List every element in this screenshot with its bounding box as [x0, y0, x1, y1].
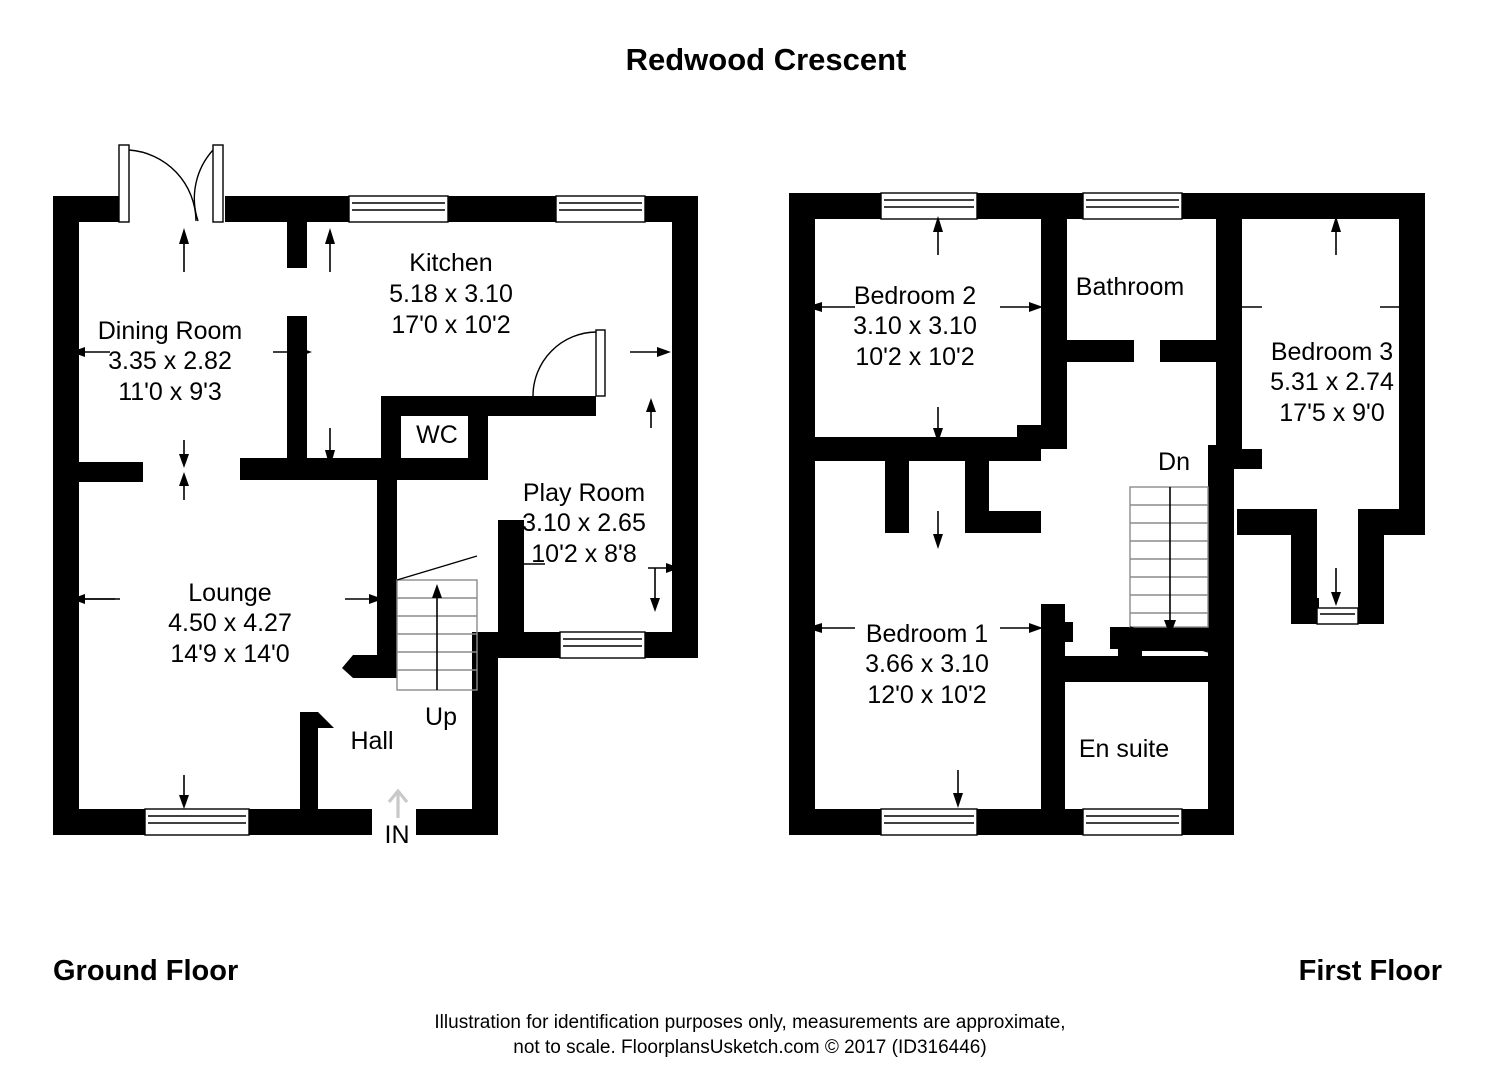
label-bedroom-2-name: Bedroom 2: [854, 282, 976, 310]
label-kitchen-name: Kitchen: [409, 249, 492, 277]
ground-floor-dimension-arrows: [71, 228, 680, 809]
label-bedroom-1-imperial: 12'0 x 10'2: [867, 681, 986, 709]
label-kitchen-metric: 5.18 x 3.10: [389, 280, 513, 308]
window-bathroom: [1082, 192, 1183, 220]
french-door-dining: [118, 144, 224, 223]
door-play-room: [532, 329, 606, 397]
label-entrance-in: IN: [385, 821, 410, 849]
label-en-suite-name: En suite: [1079, 735, 1169, 763]
staircase-down: [1129, 486, 1209, 653]
ground-floor-walls: [53, 196, 698, 835]
window-kitchen-right: [555, 195, 646, 223]
window-en-suite: [1082, 808, 1183, 836]
first-floor-title: First Floor: [1299, 955, 1442, 987]
footer-line-2: not to scale. FloorplansUsketch.com © 20…: [513, 1037, 986, 1058]
ground-floor-plan: Dining Room 3.35 x 2.82 11'0 x 9'3 Kitch…: [53, 144, 698, 849]
label-bedroom-3-imperial: 17'5 x 9'0: [1279, 399, 1384, 427]
page-title: Redwood Crescent: [626, 42, 907, 77]
label-bedroom-3-metric: 5.31 x 2.74: [1270, 368, 1394, 396]
window-lounge: [144, 808, 250, 836]
first-floor-walls: [789, 193, 1425, 835]
window-bedroom-3-alcove: [1316, 607, 1359, 625]
label-dining-room-name: Dining Room: [98, 317, 243, 345]
label-bedroom-1-metric: 3.66 x 3.10: [865, 650, 989, 678]
label-wc-name: WC: [416, 421, 458, 449]
label-bedroom-2-imperial: 10'2 x 10'2: [855, 343, 974, 371]
first-floor-plan: Bedroom 2 3.10 x 3.10 10'2 x 10'2 Bathro…: [789, 192, 1425, 836]
label-hall-name: Hall: [350, 727, 393, 755]
ground-floor-labels: Dining Room 3.35 x 2.82 11'0 x 9'3 Kitch…: [98, 249, 646, 849]
staircase-up: [396, 555, 478, 691]
window-play-room: [559, 631, 646, 659]
label-lounge-metric: 4.50 x 4.27: [168, 609, 292, 637]
window-bedroom-1: [880, 808, 978, 836]
label-dining-room-imperial: 11'0 x 9'3: [118, 378, 222, 406]
label-lounge-imperial: 14'9 x 14'0: [170, 640, 289, 668]
ground-floor-title: Ground Floor: [53, 955, 238, 987]
label-play-room-metric: 3.10 x 2.65: [522, 509, 646, 537]
label-kitchen-imperial: 17'0 x 10'2: [391, 311, 510, 339]
entrance-arrow-icon: [387, 788, 409, 818]
label-play-room-imperial: 10'2 x 8'8: [531, 540, 636, 568]
first-floor-labels: Bedroom 2 3.10 x 3.10 10'2 x 10'2 Bathro…: [853, 273, 1394, 763]
first-floor-dimension-arrows: [806, 216, 1420, 808]
window-kitchen-left: [348, 195, 449, 223]
footer-line-1: Illustration for identification purposes…: [434, 1012, 1065, 1033]
label-stair-down: Dn: [1158, 448, 1190, 476]
label-bedroom-3-name: Bedroom 3: [1271, 338, 1393, 366]
label-bedroom-2-metric: 3.10 x 3.10: [853, 312, 977, 340]
window-bedroom-2: [880, 192, 978, 220]
label-lounge-name: Lounge: [188, 579, 271, 607]
label-dining-room-metric: 3.35 x 2.82: [108, 347, 232, 375]
label-bedroom-1-name: Bedroom 1: [866, 620, 988, 648]
label-bathroom-name: Bathroom: [1076, 273, 1184, 301]
label-stair-up: Up: [425, 703, 457, 731]
label-play-room-name: Play Room: [523, 479, 645, 507]
